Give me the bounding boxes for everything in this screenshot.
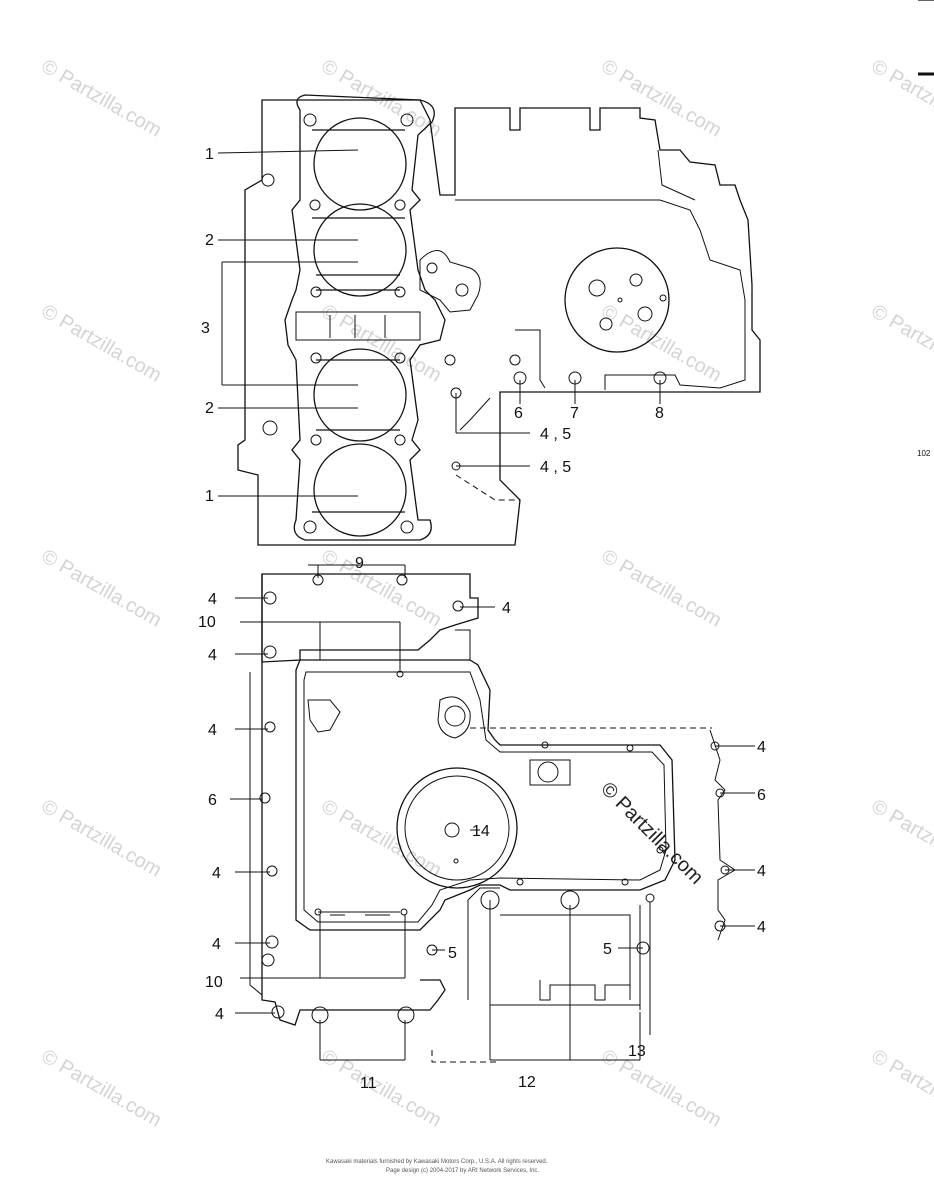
watermark: © Partzilla.com [38,55,166,141]
callout-2: 2 [205,232,214,249]
watermark: © Partzilla.com [598,300,726,386]
callout-5: 5 [603,941,612,958]
watermark: © Partzilla.com [38,1045,166,1131]
callout-12: 12 [518,1074,536,1091]
upper-leaders [217,149,661,497]
watermark-overlay: © Partzilla.com [596,778,707,889]
callout-4: 4 [208,591,217,608]
watermark: © Partzilla.com [868,300,934,386]
callout-4: 4 [757,919,766,936]
watermark: © Partzilla.com [38,795,166,881]
callout-4: 4 [215,1006,224,1023]
watermark: © Partzilla.com [38,545,166,631]
footer-copyright: Kawasaki materials furnished by Kawasaki… [326,1159,548,1165]
watermark: © Partzilla.com [598,55,726,141]
watermark: © Partzilla.com [318,1045,446,1131]
watermark-layer: © Partzilla.com © Partzilla.com © Partzi… [38,55,934,1131]
callout-6: 6 [514,405,523,422]
callout-4: 4 [212,936,221,953]
watermark: © Partzilla.com [318,545,446,631]
footer-page-design: Page design (c) 2004-2017 by ARI Network… [386,1168,539,1174]
lower-crankcase [249,573,736,1063]
lower-callouts: 9 4 4 10 4 4 6 4 4 10 4 14 5 5 4 6 4 4 1… [198,555,766,1092]
watermark: © Partzilla.com [868,795,934,881]
upper-callouts: 1 2 3 2 1 6 7 8 4 , 5 4 , 5 [201,146,664,505]
callout-2: 2 [205,400,214,417]
callout-1: 1 [205,146,214,163]
watermark: © Partzilla.com [318,795,446,881]
watermark: © Partzilla.com [868,55,934,141]
callout-4: 4 [208,722,217,739]
callout-4: 4 [212,865,221,882]
watermark: © Partzilla.com [598,545,726,631]
callout-6: 6 [757,787,766,804]
callout-4: 4 [502,600,511,617]
callout-4-5: 4 , 5 [540,426,571,443]
upper-crankcase [237,94,761,546]
callout-14: 14 [472,823,490,840]
watermark: © Partzilla.com [868,1045,934,1131]
callout-13: 13 [628,1043,646,1060]
watermark: © Partzilla.com [598,1045,726,1131]
callout-8: 8 [655,405,664,422]
callout-4: 4 [208,647,217,664]
callout-11: 11 [360,1075,377,1092]
watermark: © Partzilla.com [38,300,166,386]
callout-4-5: 4 , 5 [540,459,571,476]
callout-3: 3 [201,320,210,337]
callout-5: 5 [448,945,457,962]
callout-10: 10 [198,614,216,631]
page-number: 102 [917,449,931,458]
callout-10: 10 [205,974,223,991]
callout-7: 7 [570,405,579,422]
callout-9: 9 [355,555,364,572]
lower-leaders [230,564,755,1061]
callout-1: 1 [205,488,214,505]
callout-4: 4 [757,863,766,880]
callout-4: 4 [757,739,766,756]
callout-6: 6 [208,792,217,809]
